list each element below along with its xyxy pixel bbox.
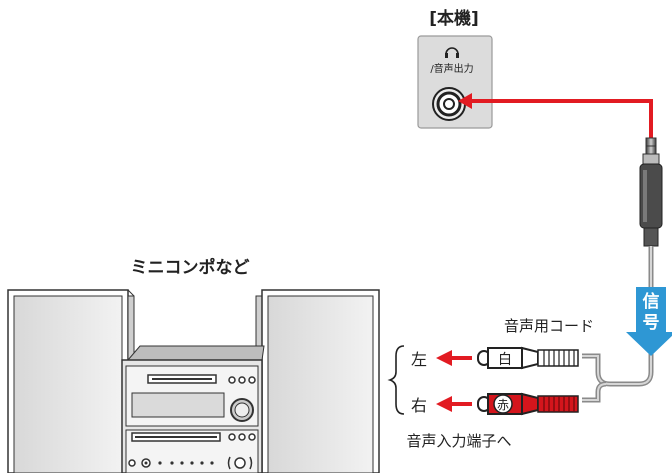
rca-plug-red: 赤 bbox=[477, 392, 579, 416]
rca-plug-white: 白 bbox=[477, 346, 579, 370]
left-label: 左 bbox=[411, 350, 427, 369]
cable-label: 音声用コード bbox=[504, 317, 594, 335]
signal-path bbox=[458, 93, 653, 138]
left-arrow bbox=[436, 350, 472, 366]
mini-plug bbox=[639, 137, 663, 247]
right-label: 右 bbox=[411, 396, 427, 415]
headphone-icon bbox=[445, 47, 459, 58]
left-speaker bbox=[7, 289, 135, 473]
brace bbox=[387, 345, 405, 415]
red-plug-label: 赤 bbox=[497, 398, 509, 412]
input-terminal-label: 音声入力端子へ bbox=[406, 432, 511, 450]
main-unit bbox=[121, 345, 265, 473]
right-speaker bbox=[255, 289, 380, 473]
signal-label-char1: 信 bbox=[643, 291, 660, 312]
component-title: ミニコンポなど bbox=[131, 257, 250, 278]
unit-title: [本機] bbox=[429, 8, 479, 29]
signal-label-char2: 号 bbox=[643, 313, 660, 333]
audio-cable bbox=[582, 246, 654, 403]
audio-output-label: /音声出力 bbox=[430, 62, 473, 75]
white-plug-label: 白 bbox=[498, 352, 512, 368]
right-arrow bbox=[436, 396, 472, 412]
jack-icon bbox=[432, 87, 466, 121]
signal-arrow: 信 号 bbox=[626, 287, 672, 356]
